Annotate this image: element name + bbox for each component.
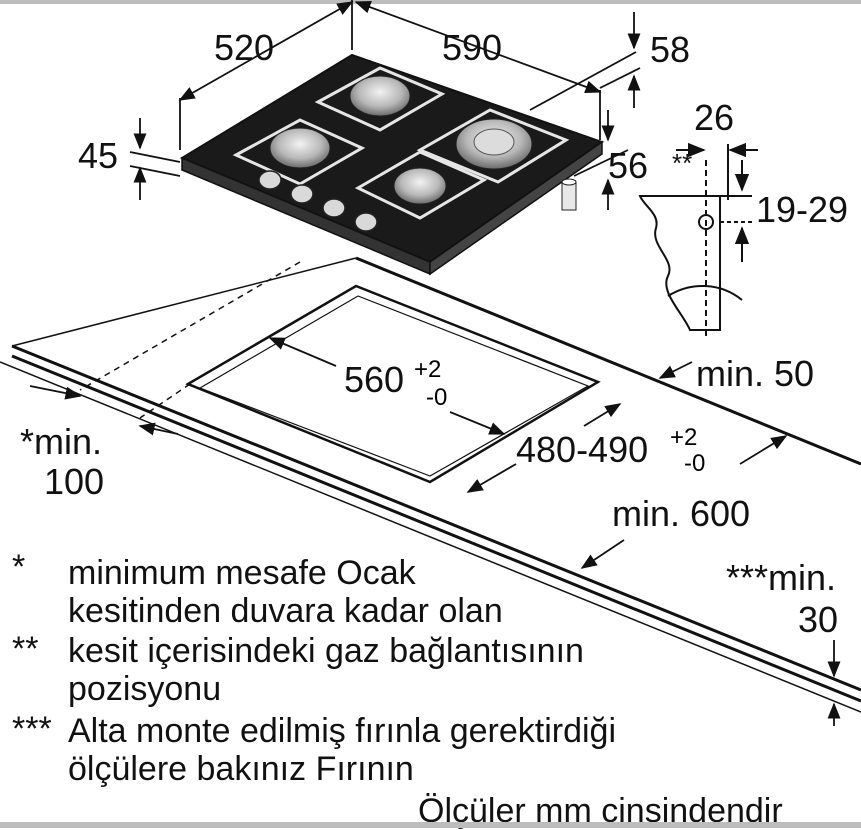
dim-cutout-depth: 480-490 (516, 432, 648, 468)
burners (269, 75, 533, 205)
footnote-1-marker: * (12, 548, 26, 586)
hob-plate (179, 53, 605, 276)
cutout (185, 284, 601, 484)
burner-rear-left (269, 127, 331, 169)
gas-connector (561, 178, 577, 211)
footnote-1-line-1: minimum mesafe Ocak (68, 554, 416, 592)
cutout-width-value: 560 (344, 359, 405, 400)
cutout-width-tol-minus: -0 (426, 384, 448, 411)
dim-min-30-value: 30 (798, 599, 839, 640)
cutout-width-tol-plus: +2 (414, 356, 442, 383)
dim-min-100-value: 100 (44, 461, 105, 502)
dim-19-29: 19-29 (756, 189, 849, 230)
footnote-3-line-1: Alta monte edilmiş fırınla gerektirdiği (68, 712, 617, 750)
footnote-2-marker: ** (12, 630, 39, 668)
dim-26: 26 (694, 97, 735, 138)
cutout-dimensions (29, 337, 841, 726)
footnote-1-line-2: kesitinden duvara kadar olan (68, 592, 503, 630)
dim-min-100-label: *min. (20, 421, 103, 462)
guide-lines (79, 261, 301, 419)
dim-58: 58 (650, 29, 691, 70)
dim-min-50: min. 50 (696, 353, 815, 394)
control-knobs (258, 170, 378, 232)
footnote-3-line-2: ölçülere bakınız Fırının (68, 750, 414, 788)
mark-double-star: ** (672, 148, 693, 178)
burner-front (393, 167, 447, 205)
footnote-2-line-1: kesit içerisindeki gaz bağlantısının (68, 632, 584, 670)
burner-rear-center (349, 75, 411, 117)
dim-depth-520: 520 (214, 27, 275, 68)
dim-min-600: min. 600 (612, 493, 751, 534)
cutout-depth-value: 480-490 (516, 429, 649, 470)
countertop (0, 256, 861, 713)
cutout-depth-tol-minus: -0 (684, 450, 706, 477)
footnote-2-line-2: pozisyonu (68, 670, 222, 708)
dim-min-30-label: ***min. (726, 557, 837, 598)
dim-width-590: 590 (442, 27, 503, 68)
footnote-3-marker: *** (12, 710, 52, 748)
cutout-depth-tol-plus: +2 (670, 424, 698, 451)
dim-height-45: 45 (78, 135, 119, 176)
dim-56: 56 (608, 145, 649, 186)
bracket-detail (638, 142, 758, 336)
bottom-border (0, 822, 861, 828)
hob-dimensions (129, 0, 641, 210)
dim-cutout-width: 560 (344, 362, 404, 398)
